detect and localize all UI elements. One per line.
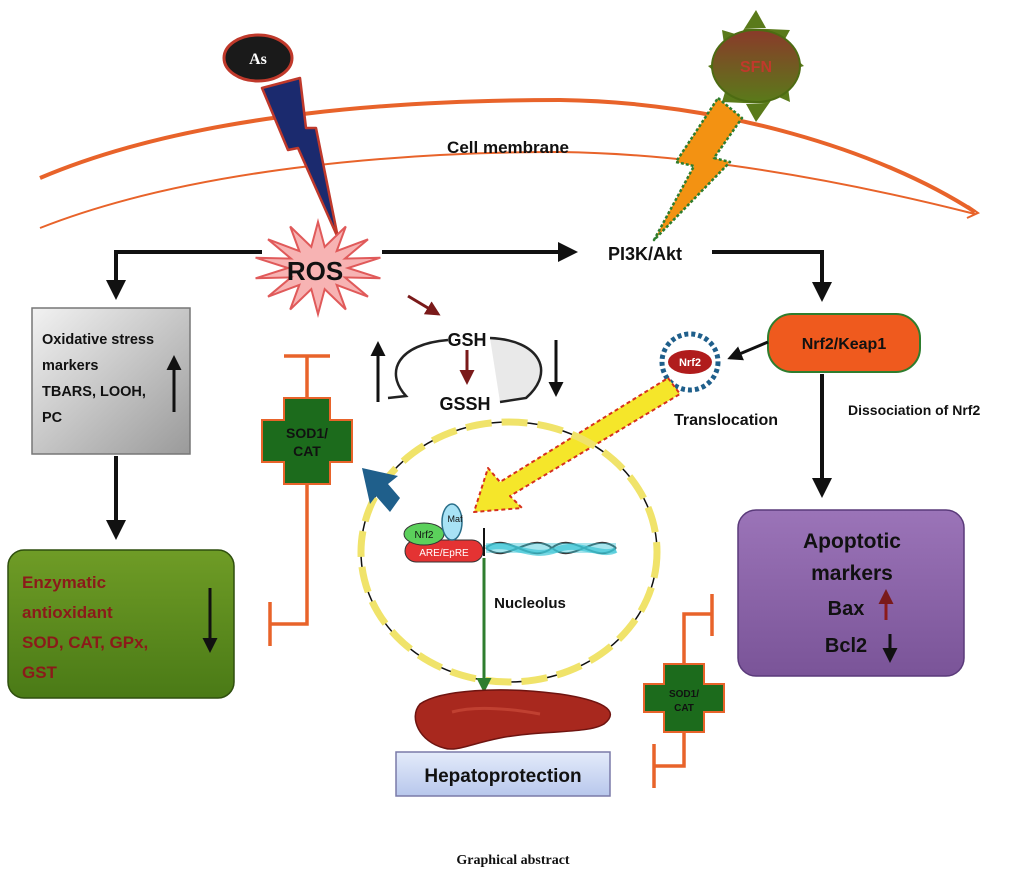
sfn-sun-agent: SFN xyxy=(708,10,804,122)
enzymatic-line-2: antioxidant xyxy=(22,603,113,622)
nrf2-keap1-complex: Nrf2/Keap1 xyxy=(767,313,921,373)
figure-caption: Graphical abstract xyxy=(456,853,569,868)
ros-to-gsh-arrow xyxy=(407,294,441,316)
sod-cat-inhibitor-right: SOD1/ CAT xyxy=(643,594,725,788)
cell-membrane-label: Cell membrane xyxy=(447,138,569,157)
oxidative-line-2: markers xyxy=(42,358,98,374)
gssh-label: GSSH xyxy=(439,394,490,414)
nrf2-to-sod-cat-arrow xyxy=(362,468,400,512)
liver-icon xyxy=(414,689,611,750)
apoptotic-line-2: markers xyxy=(811,562,893,585)
sfn-lightning-bolt xyxy=(652,96,744,242)
translocation-label: Translocation xyxy=(674,412,778,429)
hepatoprotection-label: Hepatoprotection xyxy=(424,766,581,787)
cycle-right-arc xyxy=(489,336,543,404)
sfn-label: SFN xyxy=(740,59,772,76)
enzymatic-line-3: SOD, CAT, GPx, xyxy=(22,633,148,652)
apoptotic-line-4: Bcl2 xyxy=(825,635,867,657)
dissociation-label: Dissociation of Nrf2 xyxy=(848,402,980,418)
gsh-cycle: GSH GSSH xyxy=(370,330,564,414)
free-nrf2-label: Nrf2 xyxy=(679,357,701,369)
translocation-arrow xyxy=(473,377,681,513)
nucleus: ARE/EpRE Nrf2 Maf Nucleolus xyxy=(357,418,661,686)
cycle-left-arc xyxy=(387,338,449,400)
apoptotic-line-1: Apoptotic xyxy=(803,530,901,553)
pi3k-to-nrf2-arrow xyxy=(712,250,832,302)
oxidative-line-1: Oxidative stress xyxy=(42,332,154,348)
ros-to-oxidative-arrow xyxy=(106,250,262,300)
pi3k-akt-label: PI3K/Akt xyxy=(608,244,682,264)
sod-cat-right-line-1: SOD1/ xyxy=(669,689,699,700)
dna-helix xyxy=(485,541,618,556)
oxidative-line-3: TBARS, LOOH, xyxy=(42,384,146,400)
enzymatic-line-4: GST xyxy=(22,663,58,682)
sod-cat-right-line-2: CAT xyxy=(674,703,694,714)
hepatoprotection-box: Hepatoprotection xyxy=(395,751,611,797)
enzymatic-line-1: Enzymatic xyxy=(22,573,106,592)
gsh-label: GSH xyxy=(447,330,486,350)
ros-burst: ROS xyxy=(255,218,381,318)
arsenic-agent: As xyxy=(222,33,294,83)
apoptotic-markers-box: Apoptotic markers Bax Bcl2 xyxy=(737,509,965,677)
nucleolus-label: Nucleolus xyxy=(494,595,566,612)
free-nrf2: Nrf2 xyxy=(659,331,721,393)
apoptotic-line-3: Bax xyxy=(828,598,865,620)
enzymatic-antioxidant-box: Enzymatic antioxidant SOD, CAT, GPx, GST xyxy=(7,549,235,699)
sod-cat-inhibitor-left: SOD1/ CAT xyxy=(261,354,353,646)
nucleus-nrf2-label: Nrf2 xyxy=(415,530,434,541)
ros-label: ROS xyxy=(287,256,343,286)
arsenic-label: As xyxy=(249,51,267,68)
oxidative-line-4: PC xyxy=(42,410,63,426)
oxidative-stress-box: Oxidative stress markers TBARS, LOOH, PC xyxy=(31,307,191,455)
are-epre-label: ARE/EpRE xyxy=(419,548,469,559)
cell-membrane xyxy=(39,97,981,229)
sod-cat-left-line-2: CAT xyxy=(293,443,321,459)
nrf2-keap1-label: Nrf2/Keap1 xyxy=(802,336,887,353)
nrf2-release-arrow xyxy=(727,340,769,361)
nucleus-maf-label: Maf xyxy=(447,514,463,524)
sod-cat-left-line-1: SOD1/ xyxy=(286,425,328,441)
arsenic-lightning-bolt xyxy=(260,76,340,240)
